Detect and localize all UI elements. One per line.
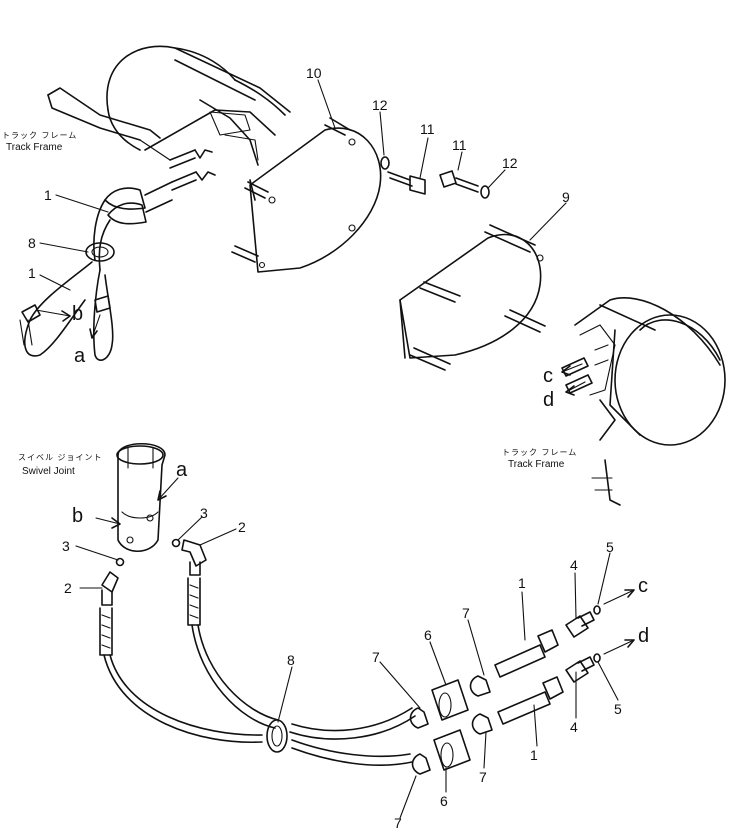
frame-label-left-en: Track Frame bbox=[6, 142, 63, 153]
letter-d-lower: d bbox=[638, 625, 649, 647]
letter-d-right: d bbox=[543, 389, 554, 411]
left-track-frame bbox=[47, 87, 171, 161]
callout-9: 9 bbox=[562, 189, 570, 205]
frame-label-right: トラック フレーム Track Frame bbox=[502, 448, 577, 470]
callout-4-upper: 4 bbox=[570, 557, 578, 573]
letter-c-lower: c bbox=[638, 575, 648, 597]
callout-7-lower-right: 7 bbox=[479, 769, 487, 785]
callout-1-upper: 1 bbox=[44, 187, 52, 203]
frame-label-right-en: Track Frame bbox=[508, 459, 565, 470]
left-travel-motor bbox=[106, 45, 291, 166]
callout-4-lower: 4 bbox=[570, 719, 578, 735]
callout-8-lower: 8 bbox=[287, 652, 295, 668]
callout-11-right: 11 bbox=[452, 137, 467, 153]
callout-6-lower: 6 bbox=[440, 793, 448, 809]
callout-1-lower-lower: 1 bbox=[530, 747, 538, 763]
callout-1-lower-upper: 1 bbox=[518, 575, 526, 591]
lower-hose-assembly bbox=[99, 577, 416, 766]
callout-6-upper: 6 bbox=[424, 627, 432, 643]
callout-5-upper: 5 bbox=[606, 539, 614, 555]
letter-a-upper: a bbox=[74, 345, 86, 367]
left-motor-fittings bbox=[169, 149, 216, 191]
letter-b-upper: b bbox=[72, 303, 83, 325]
swivel-label-en: Swivel Joint bbox=[22, 466, 75, 477]
right-travel-motor bbox=[574, 297, 726, 446]
right-track-frame bbox=[591, 399, 621, 506]
callout-3-left: 3 bbox=[62, 538, 70, 554]
letter-a-swivel: a bbox=[176, 459, 188, 481]
callout-3-right: 3 bbox=[200, 505, 208, 521]
callout-7-lower-left: 7 bbox=[394, 815, 402, 830]
part-callouts: 10 12 11 11 12 9 1 8 1 3 2 3 2 1 4 5 7 6… bbox=[28, 65, 622, 830]
left-hose-assembly bbox=[19, 181, 173, 361]
clips-and-sleeves bbox=[409, 675, 493, 775]
frame-label-right-jp: トラック フレーム bbox=[502, 448, 577, 457]
callout-7-upper-right: 7 bbox=[462, 605, 470, 621]
frame-label-left: トラック フレーム Track Frame bbox=[2, 131, 77, 153]
swivel-label-jp: スイベル ジョイント bbox=[18, 453, 103, 462]
right-cover-plate bbox=[399, 224, 546, 371]
swivel-label: スイベル ジョイント Swivel Joint bbox=[18, 453, 103, 477]
callout-7-upper-left: 7 bbox=[372, 649, 380, 665]
o-ring bbox=[171, 538, 181, 548]
hose-end-fittings bbox=[494, 629, 564, 725]
callout-10: 10 bbox=[306, 65, 322, 81]
letter-c-right: c bbox=[543, 365, 553, 387]
callout-5-lower: 5 bbox=[614, 701, 622, 717]
swivel-joint bbox=[116, 443, 166, 553]
callout-2-right: 2 bbox=[238, 519, 246, 535]
o-ring bbox=[115, 557, 125, 567]
leader-lines bbox=[39, 79, 619, 819]
left-cover-plate bbox=[231, 117, 382, 273]
callout-11-left: 11 bbox=[420, 121, 435, 137]
callout-12-right: 12 bbox=[502, 155, 518, 171]
right-motor-fittings bbox=[561, 357, 593, 394]
frame-label-left-jp: トラック フレーム bbox=[2, 131, 77, 140]
callout-12-upper: 12 bbox=[372, 97, 388, 113]
letter-b-swivel: b bbox=[72, 505, 83, 527]
adaptors bbox=[565, 605, 601, 683]
connection-arrows bbox=[35, 309, 635, 655]
connection-letters: b a a b c d c d bbox=[72, 303, 649, 647]
bolts-and-washers bbox=[380, 156, 490, 199]
callout-1-middle: 1 bbox=[28, 265, 36, 281]
callout-2-left: 2 bbox=[64, 580, 72, 596]
callout-8-upper: 8 bbox=[28, 235, 36, 251]
